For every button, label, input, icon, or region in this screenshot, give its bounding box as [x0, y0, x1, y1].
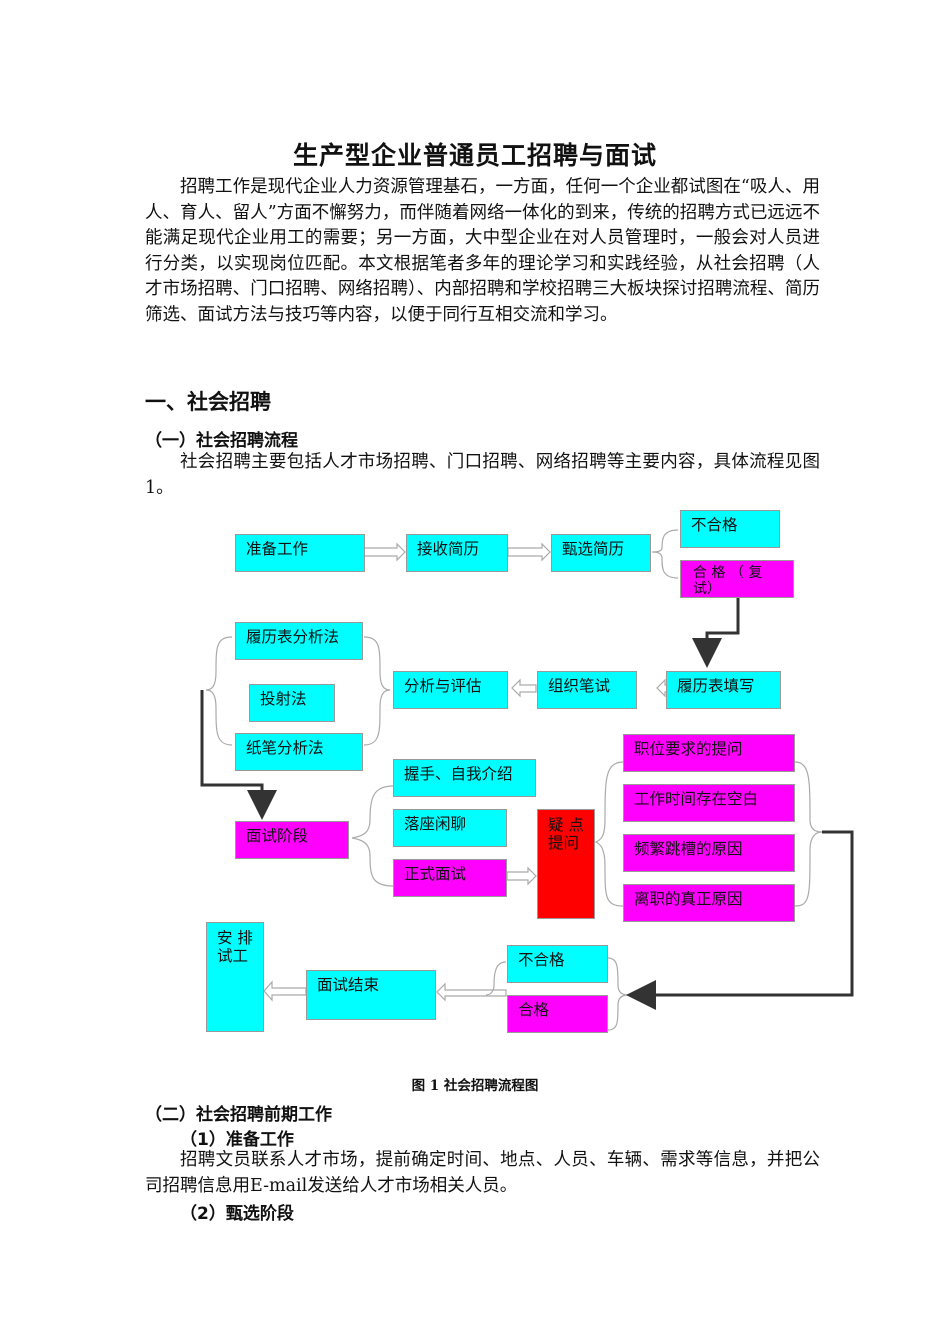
intro-paragraph: 招聘工作是现代企业人力资源管理基石，一方面，任何一个企业都试图在“吸人、用人、育…	[145, 177, 820, 325]
flow-box-pass1: 合 格 （ 复 试）	[680, 560, 794, 598]
arrow-pass-end	[436, 982, 507, 1002]
flowchart-connectors	[200, 529, 854, 1031]
flow-box-seated-chat: 落座闲聊	[393, 809, 507, 847]
item-heading-screening: （2）甄选阶段	[180, 1204, 294, 1224]
arrow-written-analyze	[511, 678, 537, 698]
brace-methods	[205, 636, 233, 746]
brace-result	[607, 957, 629, 1031]
arrow-formal-doubt	[506, 866, 537, 886]
brace-screen	[651, 529, 679, 579]
flow-box-pass2: 合格	[507, 995, 608, 1033]
brace-interview-steps	[351, 785, 394, 887]
subsection-heading-process: （一）社会招聘流程	[145, 431, 298, 451]
flow-box-receive: 接收简历	[406, 534, 508, 572]
flow-box-interview-end: 面试结束	[306, 970, 436, 1020]
flow-box-formal-interview: 正式面试	[393, 859, 507, 897]
flow-box-interview-stage: 面试阶段	[235, 821, 349, 859]
flow-box-q-leave: 离职的真正原因	[623, 884, 795, 922]
flow-box-paper-analysis: 纸笔分析法	[235, 733, 363, 771]
arrow-receive-screen	[507, 542, 551, 562]
brace-doubt-right	[794, 761, 823, 907]
flow-box-fail2: 不合格	[507, 945, 608, 983]
brace-methods-right	[363, 636, 391, 746]
flow-box-fail1: 不合格	[680, 510, 780, 548]
brace-result-left	[485, 961, 507, 996]
flow-box-q-hop: 频繁跳槽的原因	[623, 834, 795, 872]
line-methods-to-interview	[200, 690, 277, 820]
flow-box-handshake: 握手、自我介绍	[393, 759, 536, 797]
flow-box-prep: 准备工作	[235, 534, 365, 572]
line-pass-to-fill	[692, 598, 740, 668]
flow-box-arrange-trial: 安 排 试工	[206, 922, 264, 1032]
flow-box-doubt-question: 疑 点 提问	[537, 809, 595, 919]
brace-doubt-left	[594, 761, 624, 907]
section-heading-social-recruitment: 一、社会招聘	[145, 390, 271, 414]
flow-box-fill-form: 履历表填写	[666, 671, 781, 709]
figure-caption: 图 1 社会招聘流程图	[411, 1078, 539, 1094]
flow-box-q-job: 职位要求的提问	[623, 734, 795, 772]
flow-box-q-gap: 工作时间存在空白	[623, 784, 795, 822]
flow-box-resume-analysis: 履历表分析法	[235, 622, 363, 660]
line-questions-to-result	[626, 830, 854, 1010]
item-heading-prep-work: （1）准备工作	[180, 1130, 294, 1150]
arrow-prep-receive	[363, 542, 406, 562]
flow-box-analyze-eval: 分析与评估	[393, 671, 508, 709]
process-paragraph: 社会招聘主要包括人才市场招聘、门口招聘、网络招聘等主要内容，具体流程见图1。	[145, 452, 820, 498]
document-title: 生产型企业普通员工招聘与面试	[292, 141, 657, 170]
flow-box-projection: 投射法	[249, 684, 335, 722]
prep-work-paragraph: 招聘文员联系人才市场，提前确定时间、地点、人员、车辆、需求等信息，并把公司招聘信…	[145, 1150, 820, 1196]
subsection-heading-preparation: （二）社会招聘前期工作	[145, 1105, 332, 1125]
arrow-end-trial	[263, 980, 307, 1002]
flow-box-written-test: 组织笔试	[537, 671, 637, 709]
flow-box-screen: 甄选简历	[551, 534, 651, 572]
